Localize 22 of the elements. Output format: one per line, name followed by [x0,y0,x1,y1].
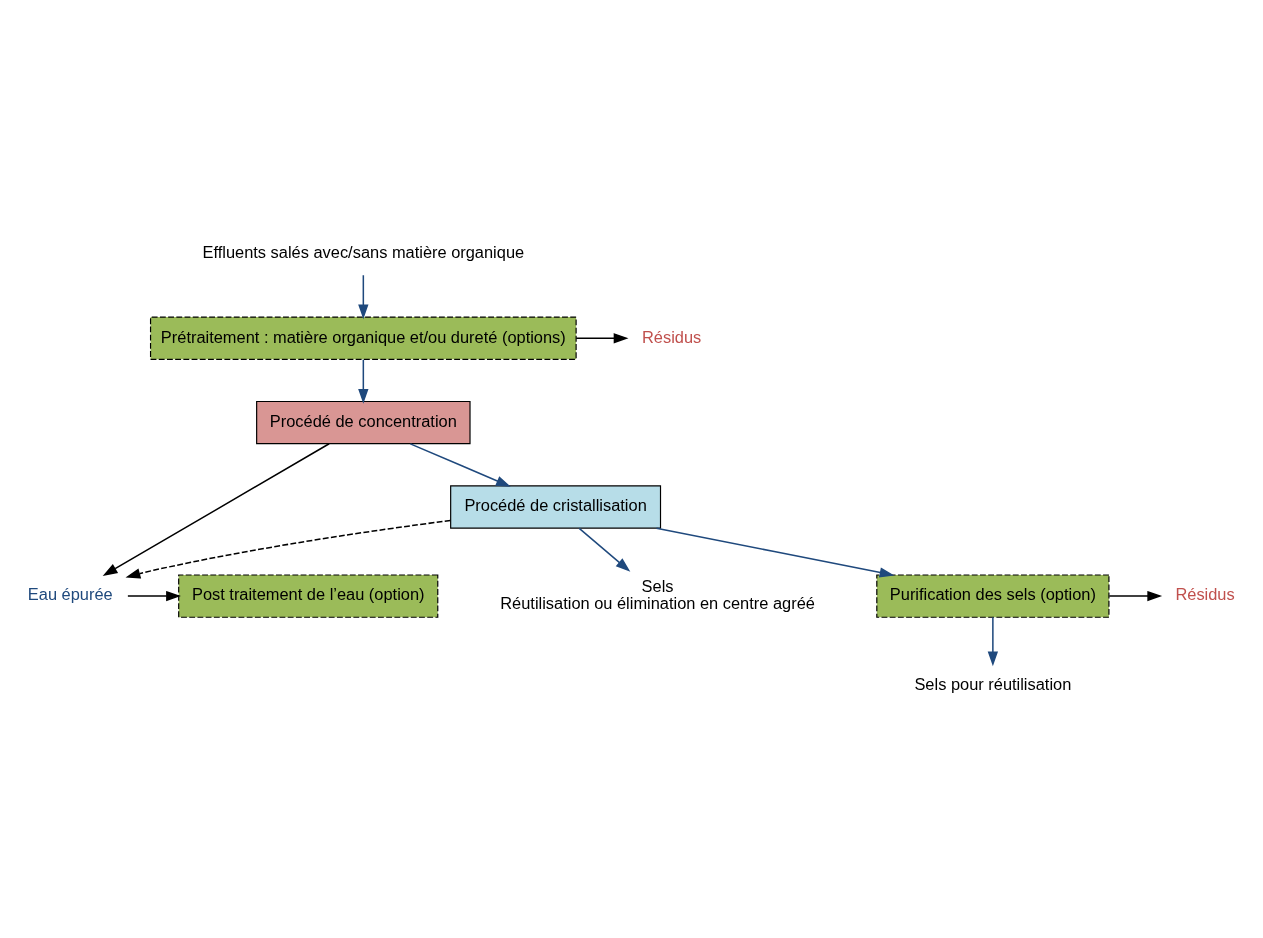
arrow [358,358,369,404]
node-text: Sels pour réutilisation [914,674,1072,693]
arrow [125,519,452,579]
node-text: Effluents salés avec/sans matière organique [202,242,525,261]
arrow [358,274,369,319]
node-box: Procédé de concentration [256,400,471,444]
node-box: Post traitement de l’eau (option) [178,573,439,618]
node-text: Eau épurée [27,584,113,603]
node-box: Procédé de cristallisation [450,484,662,529]
arrow [409,442,511,487]
node-box: Prétraitement : matière organique et/ou dureté (options) [149,316,577,360]
node-text: Résidus [642,327,702,346]
arrow [578,527,631,572]
arrow [102,442,330,576]
node-text: Résidus [1175,584,1235,603]
arrow [127,590,181,601]
arrow [655,526,895,578]
arrow [1108,590,1163,601]
arrow [575,332,629,343]
node-box: Purification des sels (option) [876,573,1110,618]
node-text: Sels Réutilisation ou élimination en centre agréé [500,576,815,612]
arrow [987,616,999,666]
